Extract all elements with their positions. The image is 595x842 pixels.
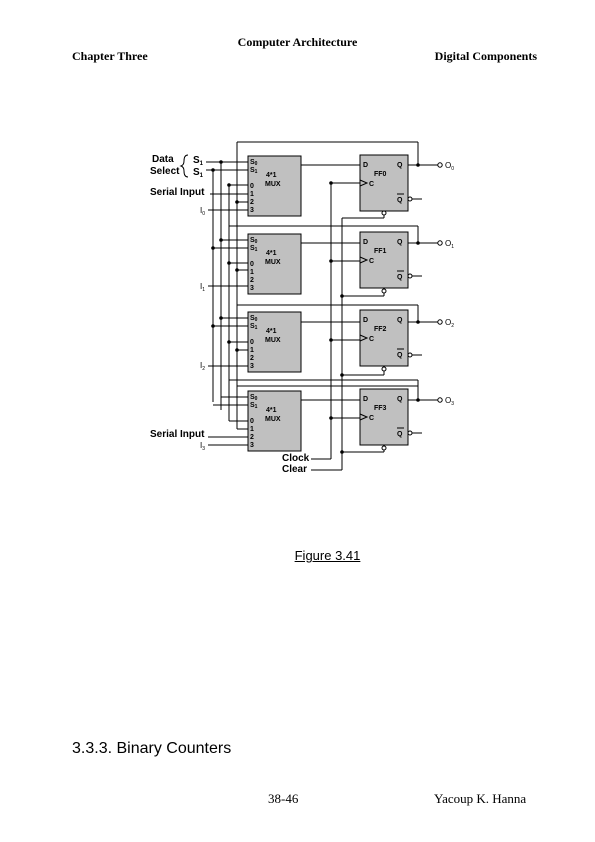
mux-0-label-2: MUX	[265, 181, 281, 188]
ff3-d-pin: D	[363, 396, 368, 403]
mux-0-s0-pin: S0	[250, 159, 258, 167]
serial-input-bottom-label: Serial Input	[150, 429, 205, 440]
ff3-q-pin: Q	[397, 396, 403, 403]
output-o2-label: O2	[445, 318, 454, 329]
mux-0-input-pin-1: 1	[250, 191, 254, 198]
ff2-q-pin: Q	[397, 317, 403, 324]
page-title: Computer Architecture	[237, 35, 358, 49]
ff0-c-pin: C	[369, 181, 374, 188]
data-select-brace	[179, 154, 189, 178]
output-o3-label: O3	[445, 396, 454, 407]
mux-2	[247, 311, 302, 373]
mux-0-s1-pin: S1	[250, 167, 258, 175]
ff1-qbar-pin: Q	[397, 274, 403, 281]
ff3-name: FF3	[374, 405, 387, 412]
ff0-d-pin: D	[363, 162, 368, 169]
ff3-qbar-pin: Q	[397, 431, 403, 438]
mux-0-input-pin-2: 2	[250, 199, 254, 206]
mux-3	[247, 390, 302, 452]
output-o1-label: O1	[445, 239, 454, 250]
mux-1-label-1: 4*1	[266, 250, 277, 257]
ff1-clock-triangle	[359, 256, 369, 264]
mux-3-input-pin-1: 1	[250, 426, 254, 433]
ff1-d-pin: D	[363, 239, 368, 246]
mux-2-s0-pin: S0	[250, 315, 258, 323]
mux-1-input-pin-3: 3	[250, 285, 254, 292]
mux-3-s0-pin: S0	[250, 394, 258, 402]
input-i2-label: I2	[200, 361, 205, 372]
mux-2-input-pin-3: 3	[250, 363, 254, 370]
mux-2-input-pin-0: 0	[250, 339, 254, 346]
output-o0-label: O0	[445, 161, 454, 172]
mux-2-label-1: 4*1	[266, 328, 277, 335]
ff0-clock-triangle	[359, 179, 369, 187]
clock-label: Clock	[282, 453, 310, 464]
chapter-label: Chapter Three	[72, 49, 148, 63]
data-select-label-2: Select	[150, 166, 180, 177]
figure-caption: Figure 3.41	[294, 548, 361, 563]
mux-3-input-pin-0: 0	[250, 418, 254, 425]
ff0-qbar-pin: Q	[397, 197, 403, 204]
ff0-name: FF0	[374, 171, 387, 178]
mux-0-label-1: 4*1	[266, 172, 277, 179]
mux-0-input-pin-3: 3	[250, 207, 254, 214]
mux-1-input-pin-0: 0	[250, 261, 254, 268]
mux-1-s1-pin: S1	[250, 245, 258, 253]
ff1-q-pin: Q	[397, 239, 403, 246]
section-heading: 3.3.3. Binary Counters	[72, 740, 232, 757]
author-name: Yacoup K. Hanna	[434, 791, 527, 806]
mux-2-s1-pin: S1	[250, 323, 258, 331]
mux-1-input-pin-1: 1	[250, 269, 254, 276]
mux-3-label-1: 4*1	[266, 407, 277, 414]
mux-0-input-pin-0: 0	[250, 183, 254, 190]
ff2-name: FF2	[374, 326, 387, 333]
mux-1-label-2: MUX	[265, 259, 281, 266]
mux-1-input-pin-2: 2	[250, 277, 254, 284]
mux-3-input-pin-3: 3	[250, 442, 254, 449]
mux-3-input-pin-2: 2	[250, 434, 254, 441]
ff2-clock-triangle	[359, 334, 369, 342]
ff3-clock-triangle	[359, 413, 369, 421]
ff1-name: FF1	[374, 248, 387, 255]
s0-label: S1	[193, 155, 204, 167]
ff1-c-pin: C	[369, 258, 374, 265]
mux-1-s0-pin: S0	[250, 237, 258, 245]
ff0-q-pin: Q	[397, 162, 403, 169]
ff2-d-pin: D	[363, 317, 368, 324]
clear-label: Clear	[282, 464, 307, 475]
ff3-c-pin: C	[369, 415, 374, 422]
page-number: 38-46	[268, 791, 299, 806]
ff2-c-pin: C	[369, 336, 374, 343]
mux-0	[247, 155, 302, 217]
section-label: Digital Components	[434, 49, 537, 63]
s1-label: S1	[193, 167, 204, 179]
mux-3-s1-pin: S1	[250, 402, 258, 410]
ff2-qbar-pin: Q	[397, 352, 403, 359]
mux-2-input-pin-2: 2	[250, 355, 254, 362]
serial-input-top-label: Serial Input	[150, 187, 205, 198]
input-i0-label: I0	[200, 206, 205, 217]
input-i1-label: I1	[200, 282, 205, 293]
mux-1	[247, 233, 302, 295]
input-i3-label: I3	[200, 441, 205, 452]
mux-3-label-2: MUX	[265, 416, 281, 423]
mux-2-input-pin-1: 1	[250, 347, 254, 354]
data-select-label-1: Data	[152, 154, 174, 165]
mux-2-label-2: MUX	[265, 337, 281, 344]
